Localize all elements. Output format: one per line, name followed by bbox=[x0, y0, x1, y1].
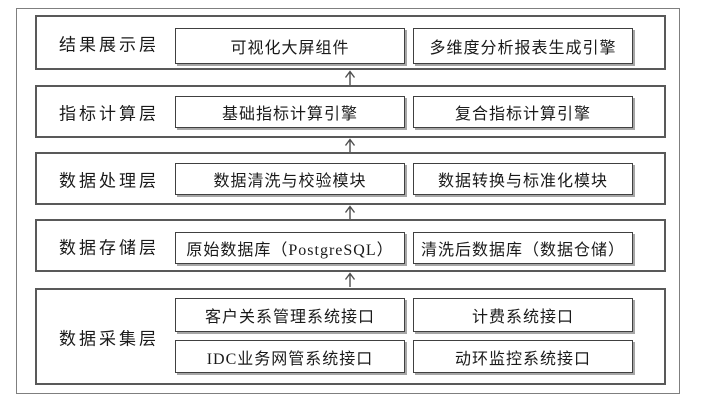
diagram-frame bbox=[16, 8, 680, 394]
up-arrow-icon bbox=[344, 138, 356, 152]
node-multidim-report-engine: 多维度分析报表生成引擎 bbox=[413, 28, 633, 64]
node-data-transform-module: 数据转换与标准化模块 bbox=[413, 163, 633, 195]
layer-data-processing: 数据处理层 数据清洗与校验模块 数据转换与标准化模块 bbox=[35, 152, 666, 205]
layer-label: 结果展示层 bbox=[59, 35, 159, 54]
layer-label: 数据存储层 bbox=[59, 238, 159, 257]
layer-label: 数据采集层 bbox=[59, 329, 159, 348]
node-raw-database: 原始数据库（PostgreSQL） bbox=[175, 232, 405, 264]
up-arrow-icon bbox=[344, 70, 356, 85]
up-arrow-icon bbox=[344, 272, 356, 287]
node-basic-indicator-engine: 基础指标计算引擎 bbox=[175, 96, 405, 128]
layer-label: 指标计算层 bbox=[59, 104, 159, 123]
node-data-cleaning-module: 数据清洗与校验模块 bbox=[175, 163, 405, 195]
node-env-monitoring-interface: 动环监控系统接口 bbox=[413, 340, 633, 373]
layer-indicator-computation: 指标计算层 基础指标计算引擎 复合指标计算引擎 bbox=[35, 85, 666, 138]
node-cleaned-database: 清洗后数据库（数据仓储） bbox=[413, 232, 633, 264]
layer-result-display: 结果展示层 可视化大屏组件 多维度分析报表生成引擎 bbox=[35, 15, 666, 70]
up-arrow-icon bbox=[344, 205, 356, 219]
node-crm-interface: 客户关系管理系统接口 bbox=[175, 298, 405, 332]
layer-label: 数据处理层 bbox=[59, 171, 159, 190]
node-billing-interface: 计费系统接口 bbox=[413, 298, 633, 332]
layer-data-storage: 数据存储层 原始数据库（PostgreSQL） 清洗后数据库（数据仓储） bbox=[35, 219, 666, 272]
node-idc-nms-interface: IDC业务网管系统接口 bbox=[175, 340, 405, 373]
node-visualization-screen: 可视化大屏组件 bbox=[175, 28, 405, 64]
layer-data-collection: 数据采集层 客户关系管理系统接口 计费系统接口 IDC业务网管系统接口 动环监控… bbox=[35, 288, 666, 385]
node-composite-indicator-engine: 复合指标计算引擎 bbox=[413, 96, 633, 128]
